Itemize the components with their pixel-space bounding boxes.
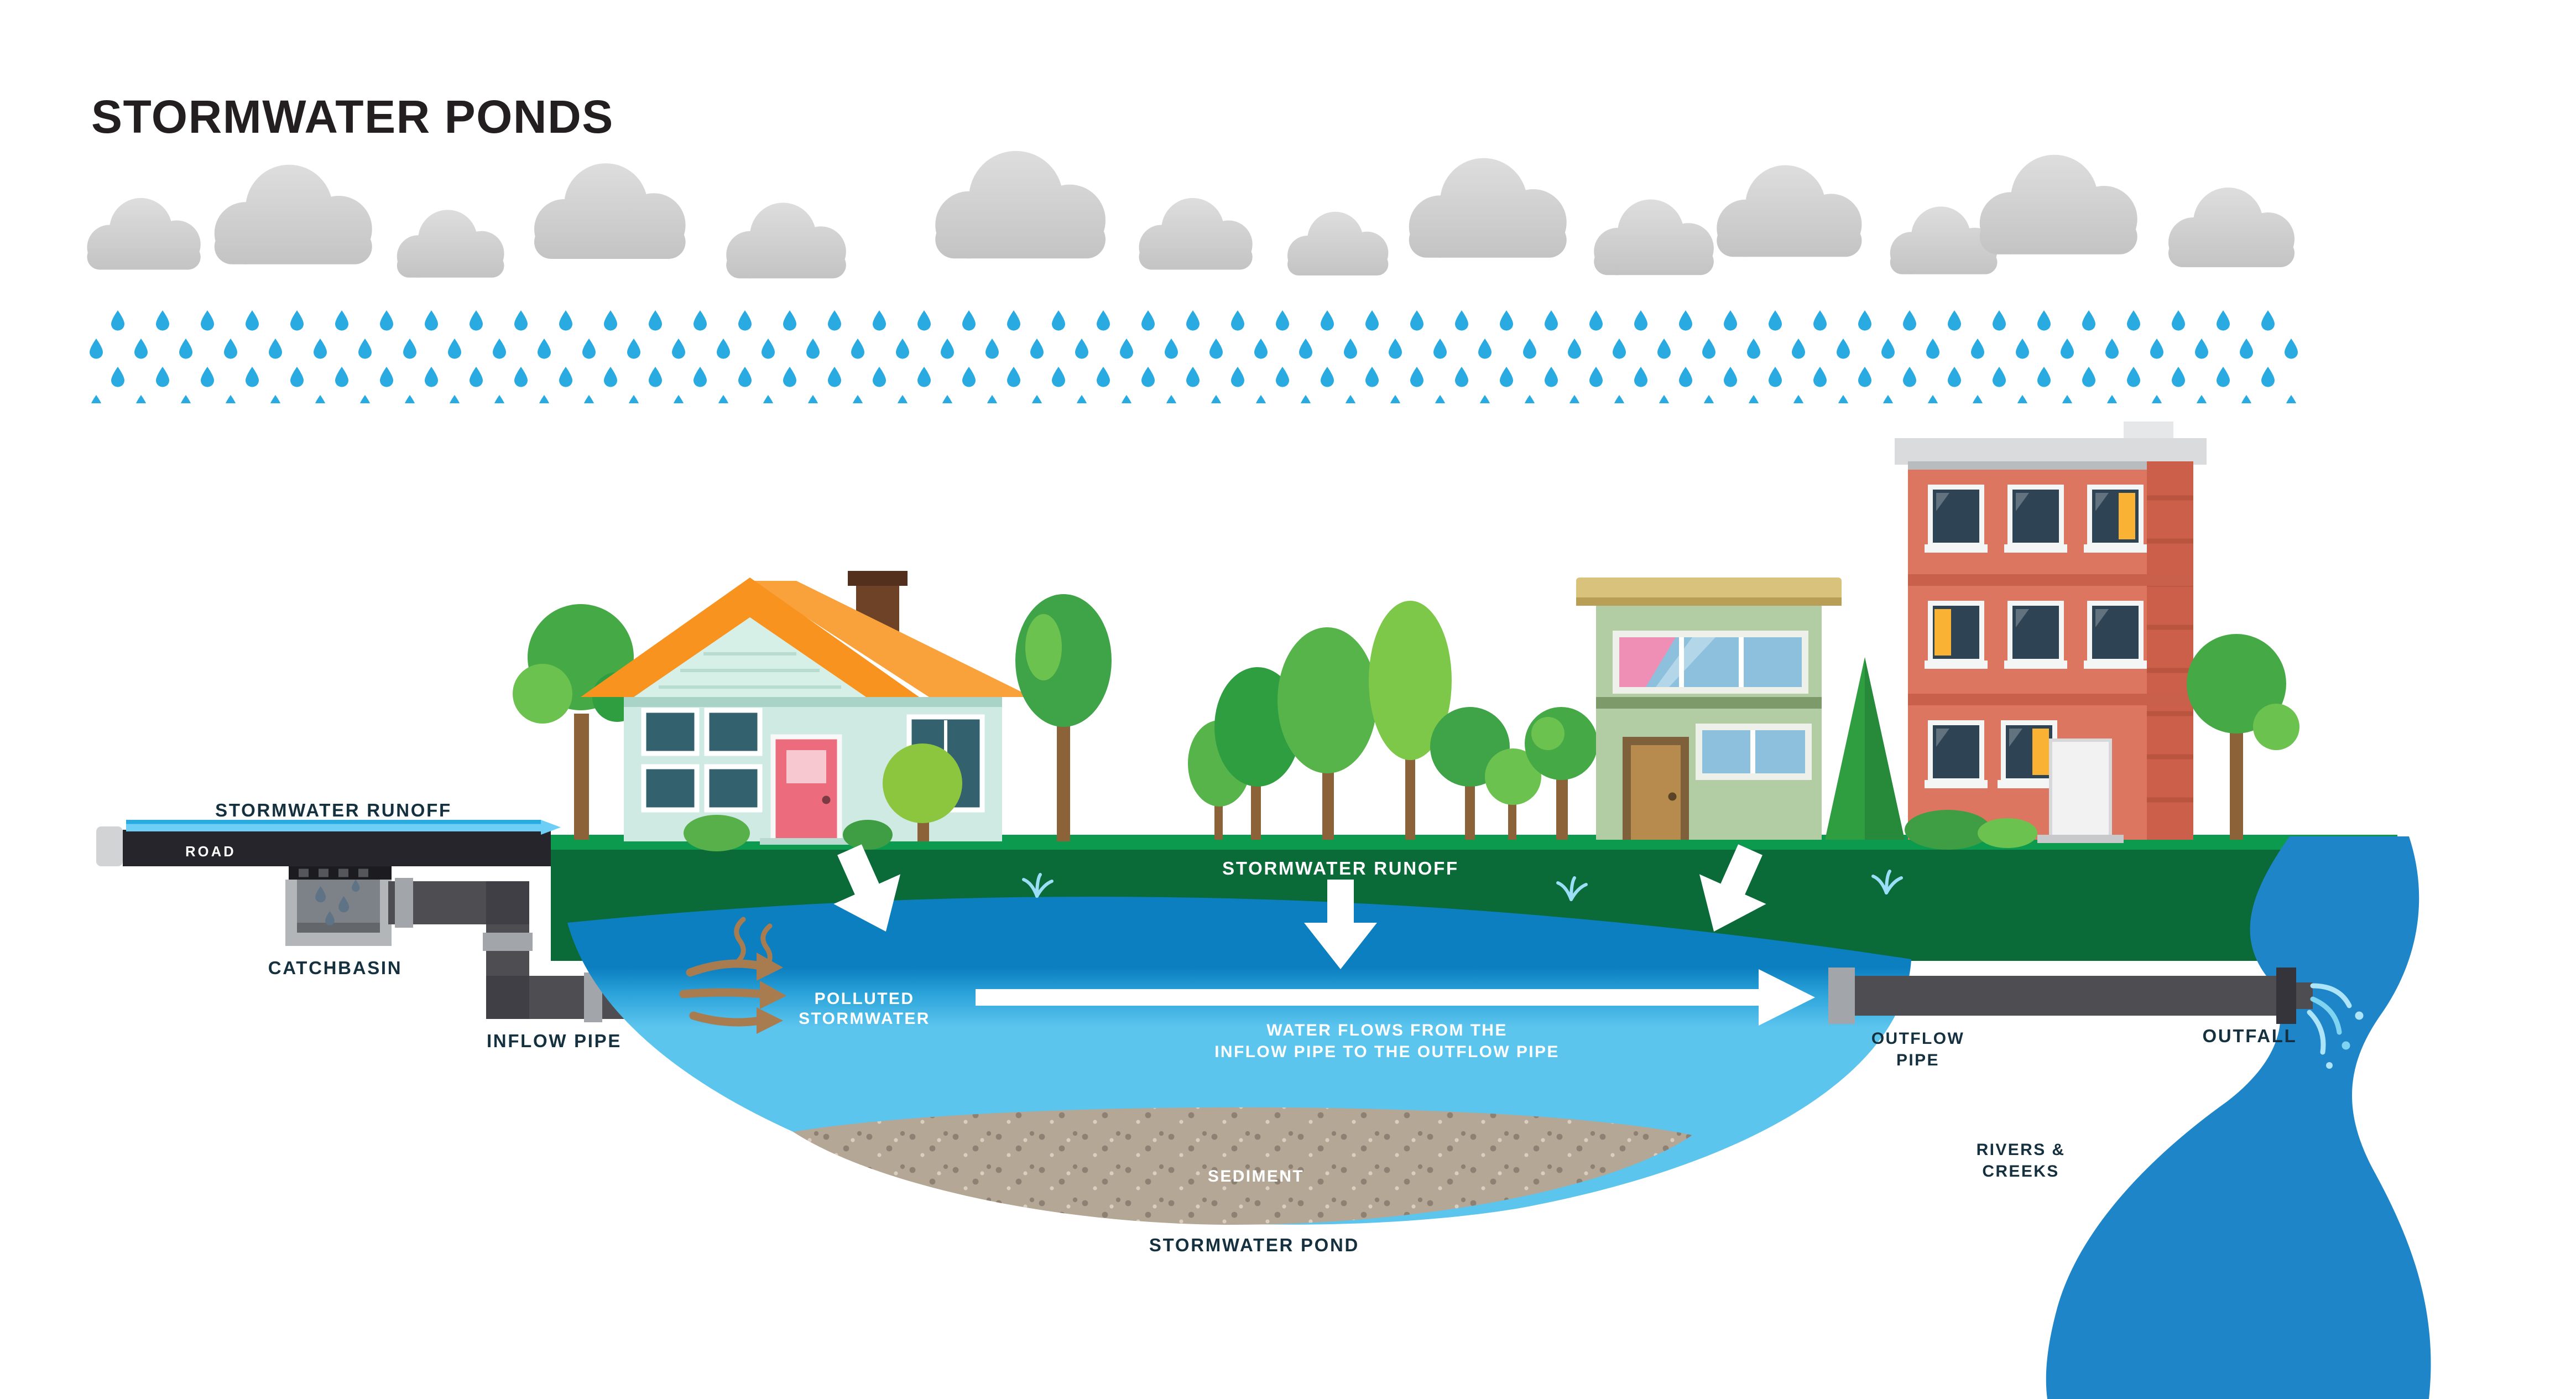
road-end-cap bbox=[96, 826, 123, 866]
river bbox=[2046, 836, 2431, 1399]
polluted-label-line2: STORMWATER bbox=[799, 1010, 930, 1028]
odor-squiggle-icon bbox=[734, 917, 773, 972]
house-roof-right bbox=[749, 581, 1032, 697]
outfall-spray-icon bbox=[2307, 983, 2364, 1069]
tree-beside-house bbox=[1015, 594, 1112, 841]
tree-cluster-center bbox=[1187, 601, 1541, 840]
outflow-label-line2: PIPE bbox=[1896, 1051, 1939, 1069]
diagram-labels: STORMWATER RUNOFF CATCHBASIN INFLOW PIPE… bbox=[215, 800, 2297, 1255]
page-title: STORMWATER PONDS bbox=[91, 91, 614, 143]
commercial-lower-window bbox=[1695, 723, 1812, 780]
flow-label-line1: WATER FLOWS FROM THE bbox=[1266, 1021, 1508, 1039]
commercial-upper-window bbox=[1612, 631, 1808, 694]
rivers-label-line1: RIVERS & bbox=[1977, 1141, 2066, 1159]
flow-arrow-head bbox=[1758, 969, 1815, 1026]
house bbox=[580, 571, 1032, 851]
bush bbox=[1904, 809, 1991, 850]
house-roof-gable bbox=[580, 578, 919, 697]
rain-drops-icon bbox=[79, 304, 2306, 404]
outfall-label: OUTFALL bbox=[2202, 1026, 2297, 1046]
round-tree bbox=[882, 743, 962, 823]
runoff-left-label: STORMWATER RUNOFF bbox=[215, 800, 452, 820]
flow-arrows bbox=[816, 835, 1815, 1026]
stormwater-pond bbox=[567, 896, 1911, 1225]
bush bbox=[683, 814, 750, 851]
apartment-window bbox=[1924, 485, 2147, 788]
brick-column bbox=[2146, 461, 2193, 840]
inflow-pipe-label: INFLOW PIPE bbox=[487, 1031, 622, 1051]
bush bbox=[1977, 818, 2037, 848]
outflow-pipe bbox=[1828, 967, 2313, 1024]
catchbasin-label: CATCHBASIN bbox=[268, 958, 403, 978]
pond-label: STORMWATER POND bbox=[1149, 1235, 1359, 1255]
apartment-roof bbox=[1894, 438, 2207, 465]
tree-left bbox=[512, 604, 642, 840]
house-door bbox=[759, 734, 853, 845]
road-label: ROAD bbox=[185, 844, 236, 860]
tree-right bbox=[2186, 634, 2299, 840]
apartment-building bbox=[1894, 422, 2207, 850]
flow-label-line2: INFLOW PIPE TO THE OUTFLOW PIPE bbox=[1214, 1043, 1560, 1061]
commercial-building bbox=[1524, 578, 1905, 840]
runoff-center-label: STORMWATER RUNOFF bbox=[1222, 858, 1459, 878]
catchbasin bbox=[285, 866, 392, 946]
commercial-door bbox=[1622, 736, 1689, 840]
road: ROAD bbox=[96, 819, 561, 866]
rain-clouds-icon bbox=[87, 150, 2295, 279]
rivers-label-line2: CREEKS bbox=[1982, 1162, 2059, 1180]
flow-arrow-shaft bbox=[975, 989, 1759, 1006]
sediment-label: SEDIMENT bbox=[1208, 1167, 1304, 1185]
inflow-pipe bbox=[388, 877, 634, 1022]
polluted-flow-icon bbox=[679, 917, 786, 1034]
outflow-label-line1: OUTFLOW bbox=[1871, 1029, 1964, 1048]
polluted-label-line1: POLLUTED bbox=[815, 990, 915, 1008]
runoff-flow-arrow bbox=[540, 819, 561, 835]
road-asphalt bbox=[122, 829, 551, 866]
apartment-door bbox=[2037, 738, 2124, 843]
bush bbox=[842, 819, 893, 850]
